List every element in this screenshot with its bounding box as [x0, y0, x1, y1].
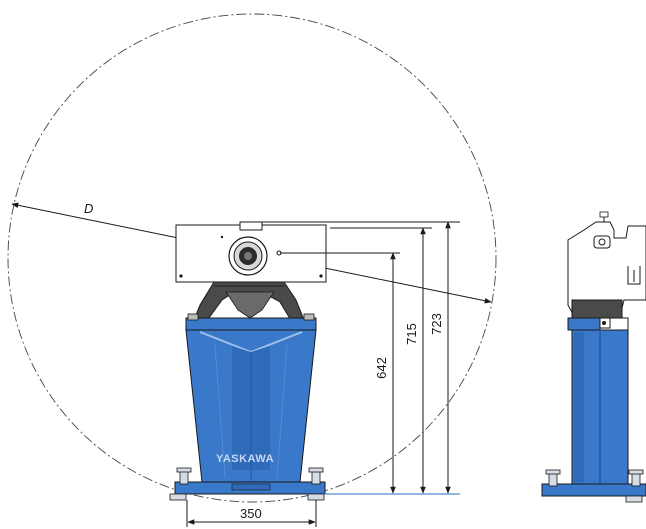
diameter-label: D — [84, 201, 93, 216]
reach-envelope-circle — [7, 13, 497, 503]
dim-723-label: 723 — [429, 313, 444, 335]
dim-642-label: 642 — [374, 357, 389, 379]
front-pedestal: YASKAWA — [169, 313, 326, 501]
dim-715-label: 715 — [404, 323, 419, 345]
front-robot-arm — [175, 221, 327, 323]
dim-350-label: 350 — [240, 506, 262, 521]
side-view-robot — [541, 211, 646, 503]
brand-logo: YASKAWA — [216, 453, 274, 465]
